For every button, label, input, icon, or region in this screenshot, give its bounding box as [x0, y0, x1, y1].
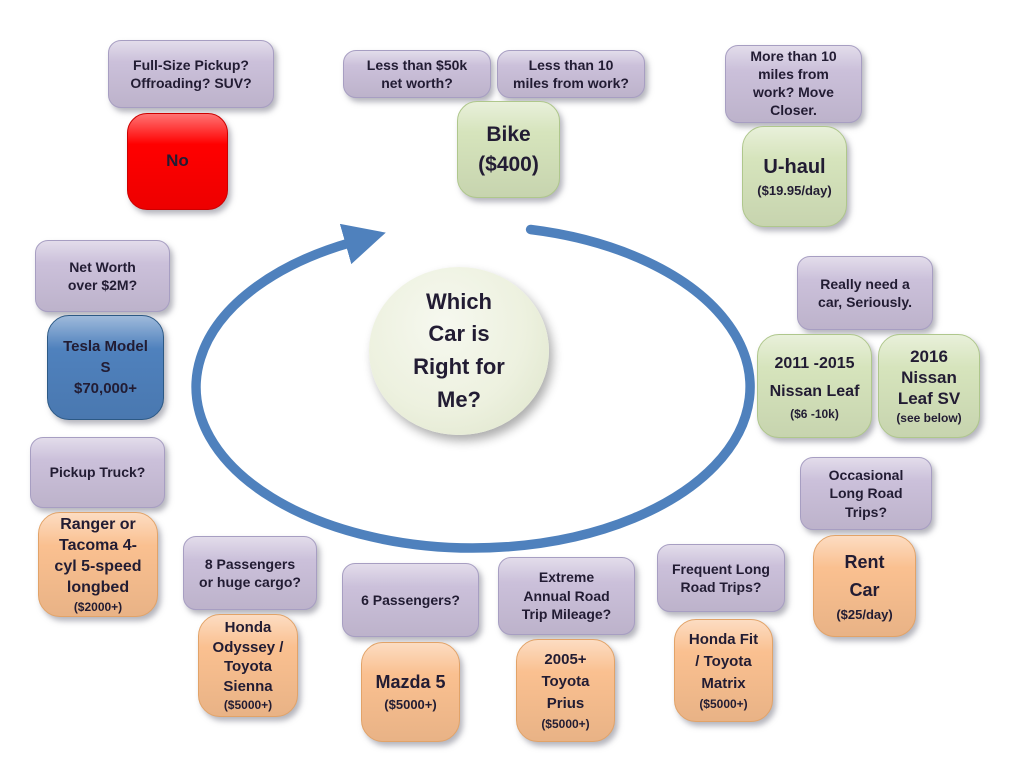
node-net-worth-question: Net Worth over $2M? — [35, 240, 170, 312]
node-text: Full-Size Pickup? Offroading? SUV? — [130, 56, 252, 91]
node-text: Occasional Long Road Trips? — [828, 466, 904, 520]
node-more-10-miles-question: More than 10 miles from work? Move Close… — [725, 45, 862, 123]
node-frequent-trips-question: Frequent Long Road Trips? — [657, 544, 785, 612]
node-nissan-leaf-2011-answer: 2011 -2015 Nissan Leaf ($6 -10k) — [757, 334, 872, 438]
cycle-arrow-path — [191, 223, 755, 553]
node-text: Net Worth over $2M? — [67, 258, 138, 293]
node-text: Honda Odyssey / Toyota Sienna — [212, 619, 284, 695]
node-text: Frequent Long Road Trips? — [672, 560, 770, 595]
node-text: Really need a car, Seriously. — [818, 275, 912, 310]
node-subtext: ($25/day) — [836, 606, 893, 622]
node-text: Less than 10 miles from work? — [513, 56, 629, 91]
node-uhaul-answer: U-haul ($19.95/day) — [742, 126, 847, 227]
node-tesla-answer: Tesla Model S $70,000+ — [47, 315, 164, 420]
node-text: Tesla Model S $70,000+ — [63, 338, 148, 397]
node-subtext: ($2000+) — [73, 600, 123, 615]
node-fit-matrix-answer: Honda Fit / Toyota Matrix ($5000+) — [674, 619, 773, 722]
node-text: 2005+ Toyota Prius — [541, 651, 590, 712]
node-less-10-miles-question: Less than 10 miles from work? — [497, 50, 645, 98]
node-less-50k-question: Less than $50k net worth? — [343, 50, 491, 98]
node-six-passengers-question: 6 Passengers? — [342, 563, 479, 637]
node-text: More than 10 miles from work? Move Close… — [750, 48, 837, 118]
node-subtext: ($5000+) — [699, 696, 748, 711]
node-subtext: ($6 -10k) — [790, 406, 839, 421]
node-mazda5-answer: Mazda 5 ($5000+) — [361, 642, 460, 742]
node-text: Less than $50k net worth? — [366, 56, 468, 91]
node-text: 8 Passengers or huge cargo? — [199, 555, 301, 590]
node-extreme-mileage-question: Extreme Annual Road Trip Mileage? — [498, 557, 635, 635]
node-pickup-truck-question: Pickup Truck? — [30, 437, 165, 508]
node-text: Honda Fit / Toyota Matrix — [688, 631, 759, 692]
node-full-size-pickup-question: Full-Size Pickup? Offroading? SUV? — [108, 40, 274, 108]
node-subtext: ($5000+) — [541, 716, 590, 731]
node-text: Pickup Truck? — [49, 464, 146, 481]
node-eight-passengers-question: 8 Passengers or huge cargo? — [183, 536, 317, 610]
center-question-text: Which Car is Right for Me? — [413, 288, 505, 412]
node-text: 2011 -2015 Nissan Leaf — [769, 355, 860, 400]
node-prius-answer: 2005+ Toyota Prius ($5000+) — [516, 639, 615, 742]
node-occasional-trips-question: Occasional Long Road Trips? — [800, 457, 932, 530]
node-bike-answer: Bike ($400) — [457, 101, 560, 198]
node-subtext: ($5000+) — [223, 698, 273, 712]
node-text: No — [166, 151, 189, 171]
node-text: U-haul — [763, 156, 826, 179]
node-text: 6 Passengers? — [361, 591, 460, 608]
node-subtext: (see below) — [896, 411, 962, 426]
node-no-answer: No — [127, 113, 228, 210]
node-text: Extreme Annual Road Trip Mileage? — [521, 569, 612, 623]
node-really-need-car-question: Really need a car, Seriously. — [797, 256, 933, 330]
node-subtext: ($19.95/day) — [757, 182, 832, 198]
node-odyssey-sienna-answer: Honda Odyssey / Toyota Sienna ($5000+) — [198, 614, 298, 717]
center-question-circle: Which Car is Right for Me? — [369, 267, 549, 435]
node-text: Ranger or Tacoma 4- cyl 5-speed longbed — [54, 515, 142, 597]
node-text: Rent Car — [844, 551, 885, 600]
node-rent-car-answer: Rent Car ($25/day) — [813, 535, 916, 637]
node-text: Bike ($400) — [478, 123, 539, 176]
node-text: Mazda 5 — [375, 672, 446, 692]
node-ranger-tacoma-answer: Ranger or Tacoma 4- cyl 5-speed longbed … — [38, 512, 158, 617]
node-subtext: ($5000+) — [384, 696, 437, 712]
node-text: 2016 Nissan Leaf SV — [897, 346, 961, 409]
node-nissan-leaf-2016-answer: 2016 Nissan Leaf SV (see below) — [878, 334, 980, 438]
